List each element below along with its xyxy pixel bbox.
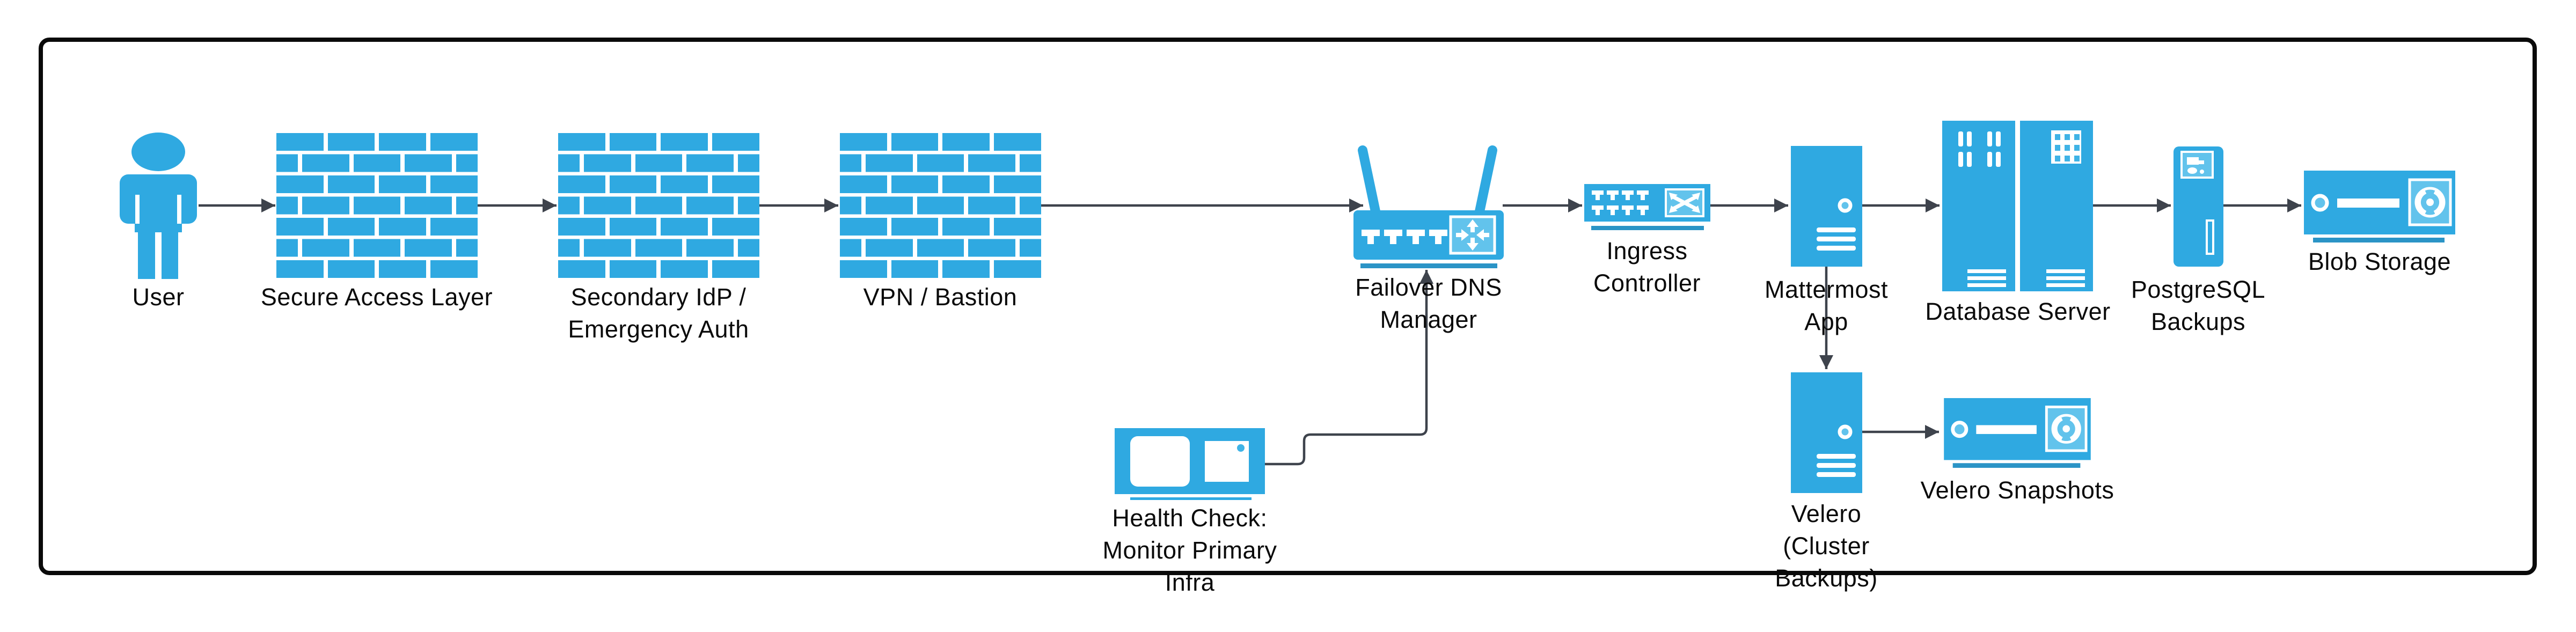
failover-dns-label: Failover DNS Manager — [1355, 274, 1502, 333]
tower-server-icon — [1791, 372, 1862, 494]
user-label: User — [132, 283, 185, 311]
firewall-icon — [840, 133, 1041, 278]
ingress-label: Ingress Controller — [1593, 237, 1701, 297]
node-velero — [1791, 372, 1862, 494]
node-vpn-bastion — [840, 133, 1041, 278]
node-database — [1942, 121, 2093, 291]
tower-pc-icon — [2174, 146, 2223, 267]
velero-snapshots-label: Velero Snapshots — [1920, 476, 2114, 504]
monitor-icon — [1115, 428, 1265, 501]
database-label: Database Server — [1925, 298, 2111, 325]
vpn-bastion-label: VPN / Bastion — [863, 283, 1018, 311]
tower-server-icon — [1791, 146, 1862, 267]
node-pg-backups — [2174, 146, 2223, 267]
mattermost-label: Mattermost App — [1764, 276, 1889, 335]
diagram-frame — [39, 38, 2537, 575]
firewall-icon — [276, 133, 478, 278]
node-velero-snapshots — [1942, 398, 2093, 468]
server-rack-icon — [1942, 121, 2093, 291]
secondary-idp-label: Secondary IdP / Emergency Auth — [568, 283, 749, 343]
network-switch-icon — [1584, 184, 1710, 230]
firewall-icon — [558, 133, 759, 278]
health-label: Health Check: Monitor Primary Infra — [1102, 504, 1277, 596]
storage-unit-icon — [1942, 398, 2093, 468]
node-blob — [2304, 171, 2455, 242]
pg-backups-label: PostgreSQL Backups — [2131, 276, 2266, 335]
node-health — [1115, 428, 1265, 501]
node-secure-access — [276, 133, 478, 278]
node-secondary-idp — [558, 133, 759, 278]
person-icon — [120, 133, 197, 279]
node-mattermost — [1791, 146, 1862, 267]
secure-access-label: Secure Access Layer — [260, 283, 493, 311]
storage-unit-icon — [2304, 171, 2455, 242]
node-user — [120, 133, 197, 279]
blob-label: Blob Storage — [2308, 248, 2451, 275]
velero-label: Velero (Cluster Backups) — [1775, 500, 1878, 592]
node-ingress — [1584, 184, 1710, 230]
